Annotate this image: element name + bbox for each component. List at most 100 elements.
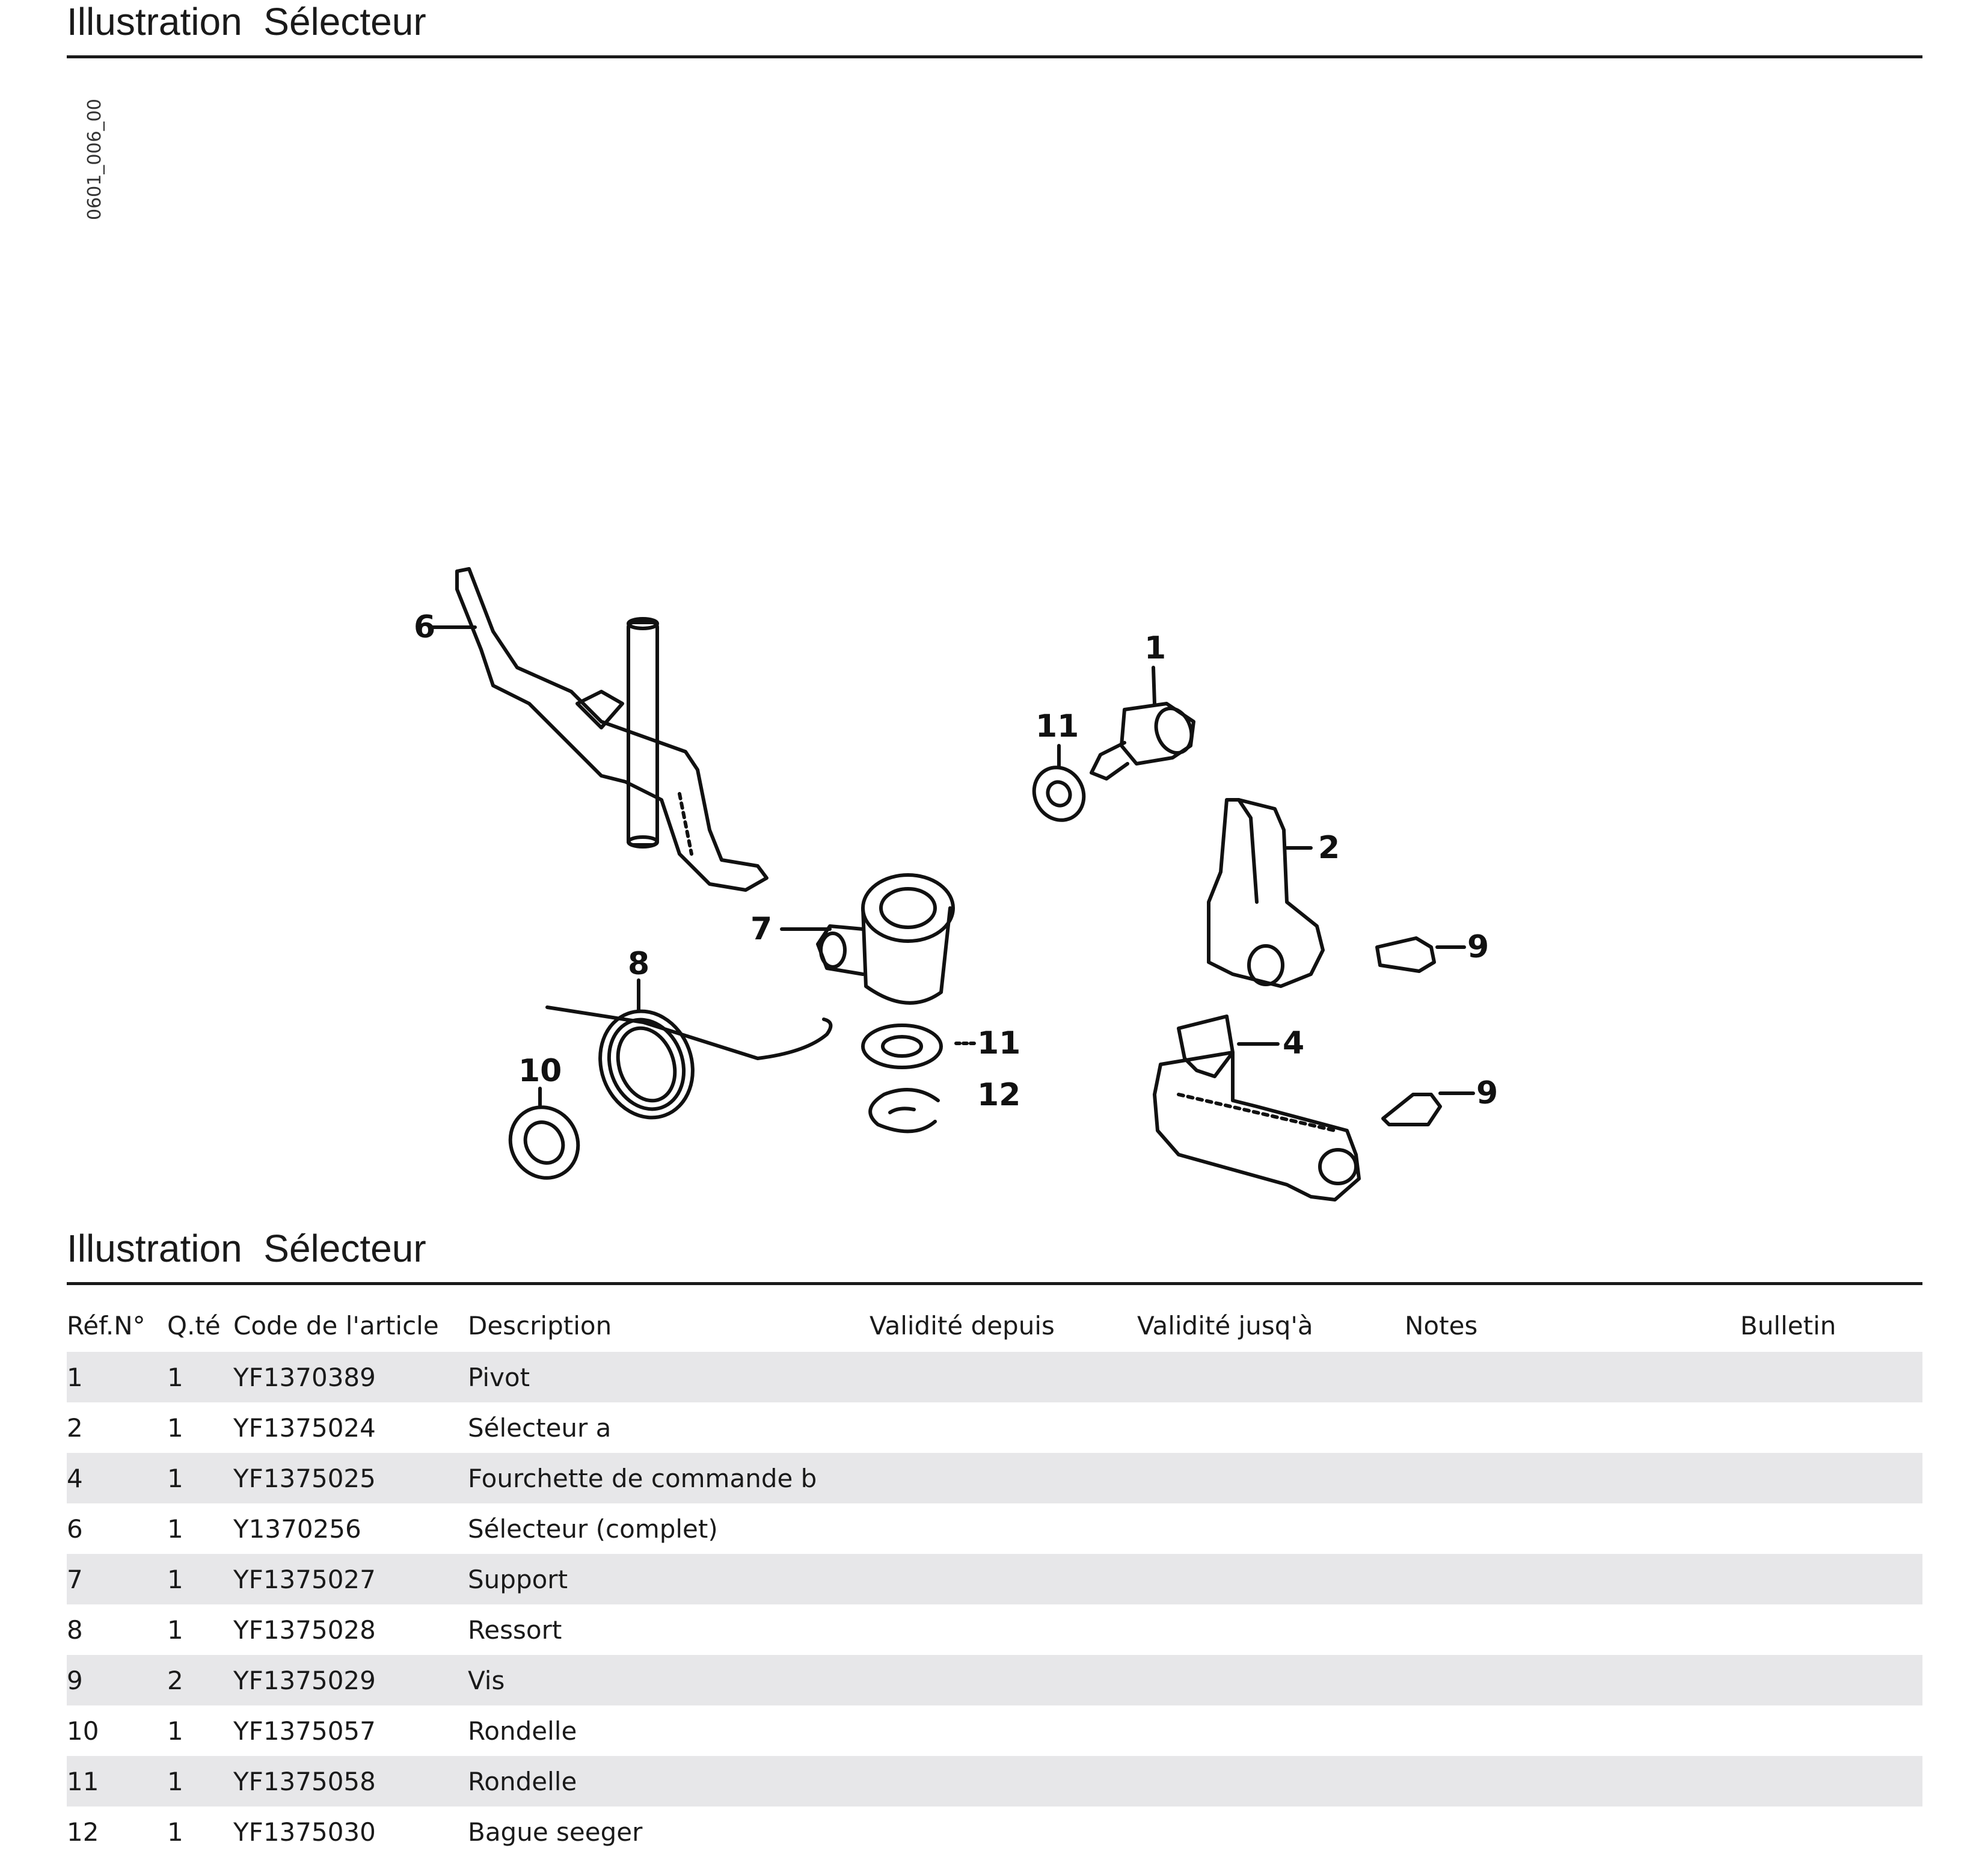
cell-valid-to xyxy=(1137,1352,1405,1402)
cell-notes xyxy=(1405,1705,1740,1756)
cell-ref: 8 xyxy=(67,1615,83,1645)
cell-qty: 2 xyxy=(167,1655,233,1705)
cell-code: YF1375029 xyxy=(233,1655,468,1705)
col-header-description: Description xyxy=(468,1311,612,1340)
cell-code: YF1375058 xyxy=(233,1756,468,1806)
table-row: 7 1 YF1375027 Support xyxy=(67,1554,1922,1604)
cell-notes xyxy=(1405,1604,1740,1655)
table-row: 6 1 Y1370256 Sélecteur (complet) xyxy=(67,1503,1922,1554)
cell-bulletin xyxy=(1740,1604,1922,1655)
cell-ref: 9 xyxy=(67,1655,167,1705)
page-title: Illustration Sélecteur xyxy=(67,0,426,43)
cell-valid-to xyxy=(1137,1604,1405,1655)
table-header: Illustration Sélecteur xyxy=(67,1227,1922,1285)
cell-qty: 1 xyxy=(167,1453,233,1503)
callout-1: 1 xyxy=(1144,630,1166,666)
col-header-valid-from: Validité depuis xyxy=(870,1311,1055,1340)
cell-description: Sélecteur (complet) xyxy=(468,1514,718,1544)
cell-description: Support xyxy=(468,1554,870,1604)
cell-bulletin xyxy=(1740,1503,1922,1554)
table-row: 9 2 YF1375029 Vis xyxy=(67,1655,1922,1705)
cell-ref: 11 xyxy=(67,1756,167,1806)
cell-valid-to xyxy=(1137,1756,1405,1806)
callout-7: 7 xyxy=(750,911,772,947)
cell-ref: 6 xyxy=(67,1514,83,1544)
cell-valid-to xyxy=(1137,1806,1405,1857)
cell-ref: 2 xyxy=(67,1413,83,1443)
cell-valid-to xyxy=(1137,1554,1405,1604)
cell-qty: 1 xyxy=(167,1615,183,1645)
cell-description: Pivot xyxy=(468,1352,870,1402)
col-header-code: Code de l'article xyxy=(233,1311,439,1340)
callout-4: 4 xyxy=(1283,1025,1304,1061)
part-4-control-fork-b xyxy=(1153,1014,1361,1202)
cell-qty: 1 xyxy=(167,1554,233,1604)
cell-bulletin xyxy=(1740,1756,1922,1806)
callout-11-lower: 11 xyxy=(977,1025,1020,1061)
col-header-qty: Q.té xyxy=(167,1311,221,1340)
cell-notes xyxy=(1405,1756,1740,1806)
cell-valid-to xyxy=(1137,1705,1405,1756)
cell-qty: 1 xyxy=(167,1716,183,1746)
callout-9-upper: 9 xyxy=(1467,929,1489,965)
cell-description: Sélecteur a xyxy=(468,1413,612,1443)
part-11-washer-upper xyxy=(1032,744,1086,822)
cell-bulletin xyxy=(1740,1705,1922,1756)
cell-valid-to xyxy=(1137,1453,1405,1503)
callout-10: 10 xyxy=(518,1053,562,1089)
part-10-washer xyxy=(508,1087,580,1180)
cell-description: Rondelle xyxy=(468,1756,870,1806)
cell-valid-from xyxy=(870,1604,1137,1655)
parts-table: Réf.N° Q.té Code de l'article Descriptio… xyxy=(67,1311,1922,1857)
table-row: 12 1 YF1375030 Bague seeger xyxy=(67,1806,1922,1857)
cell-notes xyxy=(1405,1554,1740,1604)
cell-description: Ressort xyxy=(468,1615,562,1645)
cell-code: YF1375028 xyxy=(233,1615,376,1645)
cell-bulletin xyxy=(1740,1655,1922,1705)
cell-valid-from xyxy=(870,1756,1137,1806)
table-row: 4 1 YF1375025 Fourchette de commande b xyxy=(67,1453,1922,1503)
part-8-spring xyxy=(545,978,833,1120)
cell-code: YF1375024 xyxy=(233,1413,376,1443)
part-6-selector-complete xyxy=(431,567,769,892)
callout-2: 2 xyxy=(1318,830,1340,866)
table-row: 10 1 YF1375057 Rondelle xyxy=(67,1705,1922,1756)
callout-6: 6 xyxy=(414,609,435,645)
cell-qty: 1 xyxy=(167,1352,233,1402)
cell-code: YF1375030 xyxy=(233,1817,376,1847)
cell-ref: 7 xyxy=(67,1554,167,1604)
exploded-parts-diagram: 6 1 11 2 7 9 8 11 4 10 12 9 xyxy=(414,567,1498,1202)
figure-code: 0601_006_00 xyxy=(84,99,105,220)
cell-valid-from xyxy=(870,1806,1137,1857)
table-row: 2 1 YF1375024 Sélecteur a xyxy=(67,1402,1922,1453)
col-header-bulletin: Bulletin xyxy=(1740,1311,1836,1340)
cell-valid-to xyxy=(1137,1402,1405,1453)
cell-code: Y1370256 xyxy=(233,1514,361,1544)
cell-ref: 12 xyxy=(67,1817,99,1847)
page-header: Illustration Sélecteur xyxy=(67,0,1922,58)
part-2-selector-a xyxy=(1207,798,1325,988)
part-11-washer-lower xyxy=(861,1024,976,1069)
cell-notes xyxy=(1405,1503,1740,1554)
cell-code: YF1375027 xyxy=(233,1554,468,1604)
cell-valid-from xyxy=(870,1705,1137,1756)
callout-8: 8 xyxy=(628,946,649,982)
cell-bulletin xyxy=(1740,1453,1922,1503)
callout-11-upper: 11 xyxy=(1035,708,1079,744)
cell-description: Bague seeger xyxy=(468,1817,643,1847)
cell-qty: 1 xyxy=(167,1817,183,1847)
part-1-pivot xyxy=(1090,666,1195,781)
cell-valid-to xyxy=(1137,1503,1405,1554)
cell-valid-to xyxy=(1137,1655,1405,1705)
col-header-ref: Réf.N° xyxy=(67,1311,146,1340)
cell-notes xyxy=(1405,1352,1740,1402)
cell-ref: 10 xyxy=(67,1716,99,1746)
cell-bulletin xyxy=(1740,1806,1922,1857)
cell-bulletin xyxy=(1740,1554,1922,1604)
cell-bulletin xyxy=(1740,1352,1922,1402)
callout-9-lower: 9 xyxy=(1476,1075,1498,1111)
cell-notes xyxy=(1405,1655,1740,1705)
cell-code: YF1375025 xyxy=(233,1453,468,1503)
cell-qty: 1 xyxy=(167,1413,183,1443)
cell-valid-from xyxy=(870,1352,1137,1402)
